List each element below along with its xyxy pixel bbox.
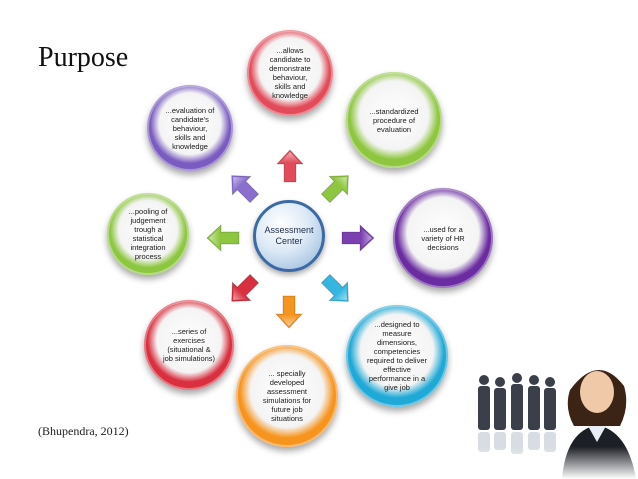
bubble-text: ...designed to measure dimensions, compe… xyxy=(366,320,428,392)
hub-line1: Assessment xyxy=(264,225,314,235)
bubble-text: ...series of exercises (situational & jo… xyxy=(162,327,216,363)
hub-line2: Center xyxy=(275,236,303,246)
bubble-text: ...used for a variety of HR decisions xyxy=(421,224,465,252)
arrow-left-icon xyxy=(206,224,240,252)
arrow-down-right-icon xyxy=(320,273,349,302)
bubble-simulations: ... specially developed assessment simul… xyxy=(236,345,338,447)
assessment-center-hub: Assessment Center xyxy=(253,200,325,272)
bubble-hr-decisions: ...used for a variety of HR decisions xyxy=(393,188,493,288)
bubble-pooling-judgement: ...pooling of judgement trough a statist… xyxy=(107,193,189,275)
arrow-down-left-icon xyxy=(231,273,260,302)
arrow-up-icon xyxy=(276,149,304,183)
bubble-exercises: ...series of exercises (situational & jo… xyxy=(144,300,234,390)
slide-title: Purpose xyxy=(38,42,129,73)
citation: (Bhupendra, 2012) xyxy=(38,424,129,438)
bubble-text: ...standardized procedure of evaluation xyxy=(369,106,419,134)
bubble-text: ...allows candidate to demonstrate behav… xyxy=(269,46,311,100)
bubble-measure-dimensions: ...designed to measure dimensions, compe… xyxy=(346,305,448,407)
business-people-photo xyxy=(470,350,638,479)
bubble-demonstrate: ...allows candidate to demonstrate behav… xyxy=(247,30,333,116)
bubble-text: ...evaluation of candidate's behaviour, … xyxy=(165,105,215,151)
arrow-right-icon xyxy=(341,224,375,252)
bubble-evaluation: ...evaluation of candidate's behaviour, … xyxy=(147,85,233,171)
arrow-up-left-icon xyxy=(231,175,260,204)
bubble-text: ... specially developed assessment simul… xyxy=(262,369,312,423)
bubble-text: ...pooling of judgement trough a statist… xyxy=(128,207,168,261)
arrow-up-right-icon xyxy=(320,175,349,204)
arrow-down-icon xyxy=(275,295,303,329)
bubble-standardized: ...standardized procedure of evaluation xyxy=(346,72,442,168)
